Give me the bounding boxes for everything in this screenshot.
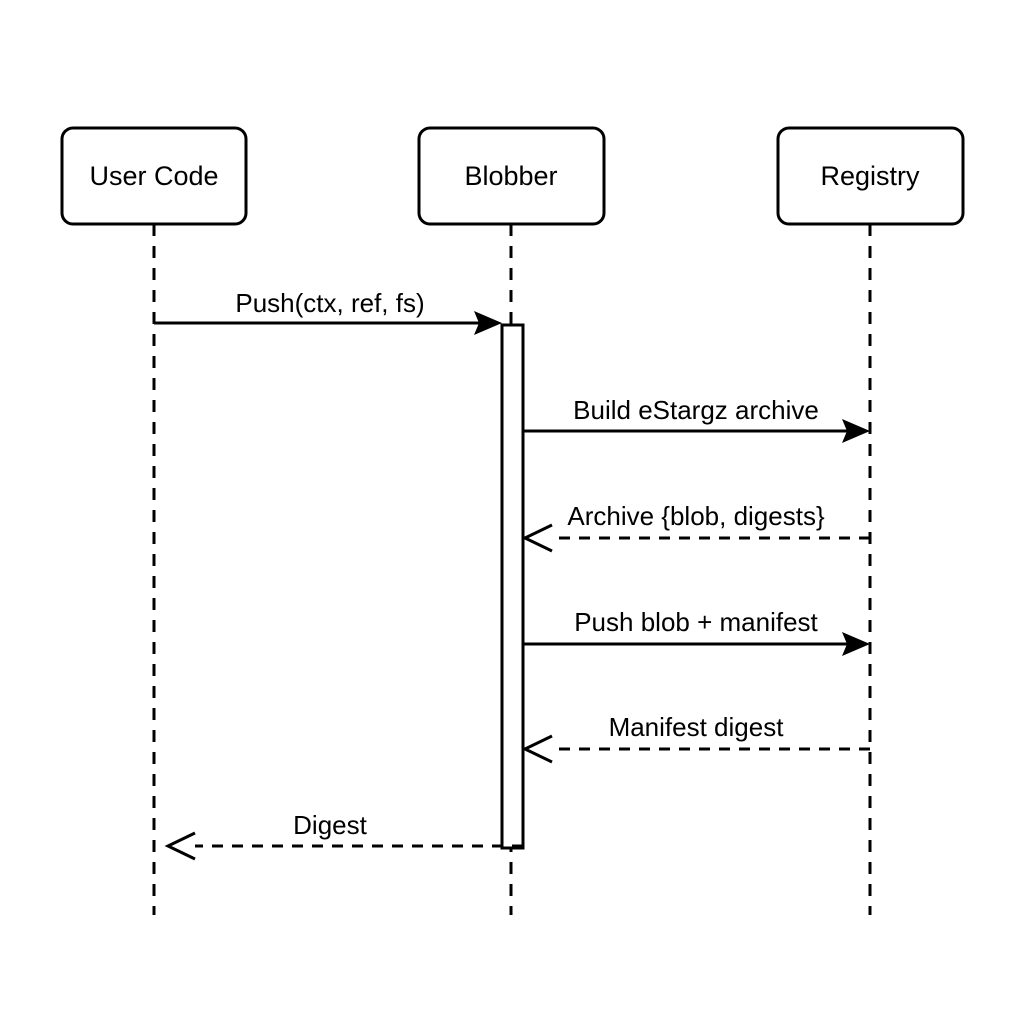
message-label-manifest-digest: Manifest digest	[609, 712, 785, 742]
participant-registry[interactable]: Registry	[776, 126, 965, 226]
participant-label-blobber: Blobber	[464, 161, 557, 191]
participant-user-code[interactable]: User Code	[60, 126, 248, 226]
participant-box-user-code[interactable]	[60, 126, 248, 226]
arrowhead-manifest-digest	[521, 734, 553, 764]
message-label-digest: Digest	[293, 810, 367, 840]
participant-box-blobber[interactable]	[417, 126, 606, 226]
message-push-blob-manifest: Push blob + manifest	[523, 607, 870, 656]
message-label-push-blob-manifest: Push blob + manifest	[574, 607, 818, 637]
message-push-ctx-ref-fs: Push(ctx, ref, fs)	[154, 288, 502, 335]
arrowhead-push-ctx-ref-fs	[474, 311, 502, 335]
message-label-archive-blob-digests: Archive {blob, digests}	[567, 501, 825, 531]
arrowhead-push-blob-manifest	[842, 632, 870, 656]
message-label-build-estargz-archive: Build eStargz archive	[573, 395, 819, 425]
message-digest: Digest	[164, 810, 523, 861]
arrowhead-archive-blob-digests	[521, 523, 553, 553]
message-label-push-ctx-ref-fs: Push(ctx, ref, fs)	[235, 288, 424, 318]
message-build-estargz-archive: Build eStargz archive	[523, 395, 870, 443]
participant-label-user-code: User Code	[89, 161, 218, 191]
activation-bar-blobber	[500, 323, 525, 850]
message-archive-blob-digests: Archive {blob, digests}	[521, 501, 870, 553]
arrowhead-digest	[164, 831, 196, 861]
arrowhead-build-estargz-archive	[842, 419, 870, 443]
message-manifest-digest: Manifest digest	[521, 712, 870, 764]
participant-box-registry[interactable]	[776, 126, 965, 226]
participant-blobber[interactable]: Blobber	[417, 126, 606, 226]
participant-label-registry: Registry	[820, 161, 920, 191]
